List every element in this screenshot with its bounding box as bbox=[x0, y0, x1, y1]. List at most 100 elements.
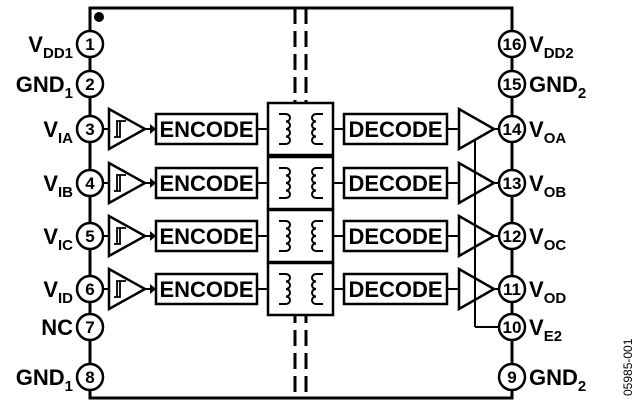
pin-number: 6 bbox=[85, 280, 94, 299]
pin-circle bbox=[75, 312, 105, 342]
left-pin-5: 5 VIC bbox=[43, 221, 105, 254]
pin-number: 12 bbox=[503, 227, 522, 246]
package-outline bbox=[88, 6, 514, 400]
pin-number: 2 bbox=[85, 75, 94, 94]
pin-label-subscript: OA bbox=[544, 130, 567, 147]
pin-label: VIA bbox=[43, 117, 73, 147]
pin-number: 14 bbox=[503, 120, 522, 139]
decode-label: DECODE bbox=[348, 277, 442, 302]
output-buffer-icon bbox=[457, 213, 497, 259]
channel-4: ENCODE DECODE bbox=[103, 208, 500, 264]
pin-label: GND1 bbox=[16, 72, 73, 102]
transformer-icon bbox=[266, 101, 335, 157]
encode-label: ENCODE bbox=[159, 277, 253, 302]
encode-block: ENCODE bbox=[154, 219, 259, 253]
pin-number: 3 bbox=[85, 120, 94, 139]
pin-label-main: V bbox=[28, 32, 43, 57]
transformer-icon bbox=[266, 208, 335, 264]
pin-number: 7 bbox=[85, 318, 94, 337]
right-pin-12: 12 VOC bbox=[497, 221, 566, 254]
pin-circle bbox=[497, 29, 527, 59]
pin-label-main: V bbox=[529, 315, 544, 340]
pin-label: VDD1 bbox=[28, 32, 73, 62]
pin-label-subscript: OB bbox=[544, 184, 567, 201]
pin-label-main: V bbox=[43, 224, 58, 249]
pin-label-main: V bbox=[43, 171, 58, 196]
pin-label: VID bbox=[43, 277, 73, 307]
schmitt-trigger-icon bbox=[107, 213, 148, 259]
pin-label-main: V bbox=[529, 32, 544, 57]
encode-block: ENCODE bbox=[154, 112, 259, 146]
pin-circle bbox=[497, 362, 527, 392]
pin-label-main: GND bbox=[16, 72, 65, 97]
left-pin-6: 6 VID bbox=[43, 274, 105, 307]
figure-code: 05985-001 bbox=[621, 338, 635, 396]
transformer-icon bbox=[266, 155, 335, 211]
pin-label-subscript: 1 bbox=[65, 85, 73, 102]
pin-label-subscript: DD2 bbox=[544, 45, 574, 62]
schmitt-trigger-icon bbox=[107, 106, 148, 152]
output-buffer-icon bbox=[457, 266, 497, 312]
pin-label-subscript: E2 bbox=[544, 328, 562, 345]
pin-label: VOA bbox=[529, 117, 566, 147]
decode-block: DECODE bbox=[342, 219, 449, 253]
pin-label-main: V bbox=[529, 277, 544, 302]
channel-5: ENCODE DECODE bbox=[103, 261, 500, 317]
decode-label: DECODE bbox=[348, 117, 442, 142]
right-pin-15: 15 GND2 bbox=[497, 69, 586, 102]
pin-label-subscript: ID bbox=[58, 290, 73, 307]
pin-label-main: V bbox=[43, 277, 58, 302]
pin-circle bbox=[497, 274, 527, 304]
pin-label: VOC bbox=[529, 224, 566, 254]
pin-number: 13 bbox=[503, 174, 522, 193]
right-pin-13: 13 VOB bbox=[497, 168, 566, 201]
pin-number: 5 bbox=[85, 227, 94, 246]
pin-number: 15 bbox=[503, 75, 522, 94]
right-pin-10: 10 VE2 bbox=[497, 312, 562, 345]
pin-label: VDD2 bbox=[529, 32, 574, 62]
encode-label: ENCODE bbox=[159, 224, 253, 249]
enable-line bbox=[474, 140, 502, 328]
pin-circle bbox=[75, 168, 105, 198]
left-pin-2: 2 GND1 bbox=[16, 69, 105, 102]
pin-label: VIB bbox=[43, 171, 73, 201]
encode-block: ENCODE bbox=[154, 272, 259, 306]
pin-label-subscript: DD1 bbox=[43, 45, 73, 62]
pin-label: NC bbox=[41, 315, 73, 340]
pin-circle bbox=[497, 69, 527, 99]
pin-circle bbox=[497, 221, 527, 251]
right-pin-11: 11 VOD bbox=[497, 274, 567, 307]
pin-number: 16 bbox=[503, 35, 522, 54]
pin-number: 9 bbox=[507, 368, 516, 387]
schmitt-trigger-icon bbox=[107, 266, 148, 312]
pin-circle bbox=[75, 114, 105, 144]
pin-circle bbox=[75, 69, 105, 99]
pin-circle bbox=[75, 29, 105, 59]
pin-label-main: GND bbox=[16, 365, 65, 390]
encode-block: ENCODE bbox=[154, 166, 259, 200]
pin-label-main: GND bbox=[529, 72, 578, 97]
pin-label-subscript: IA bbox=[58, 130, 73, 147]
pin-label: VOB bbox=[529, 171, 566, 201]
pin-circle bbox=[75, 274, 105, 304]
pin1-indicator-dot bbox=[94, 12, 104, 22]
pin-number: 10 bbox=[503, 318, 522, 337]
pin-label-main: GND bbox=[529, 365, 578, 390]
pin-label-subscript: 2 bbox=[578, 85, 586, 102]
pin-number: 11 bbox=[503, 280, 521, 299]
channel-2: ENCODE DECODE bbox=[103, 101, 500, 157]
pin-label: VIC bbox=[43, 224, 73, 254]
pin-circle bbox=[497, 312, 527, 342]
pin-label-main: NC bbox=[41, 315, 73, 340]
output-buffer-icon bbox=[457, 106, 497, 152]
pin-circle bbox=[75, 221, 105, 251]
transformer-icon bbox=[266, 261, 335, 317]
pin-label-subscript: OD bbox=[544, 290, 567, 307]
pin-label-subscript: OC bbox=[544, 237, 567, 254]
